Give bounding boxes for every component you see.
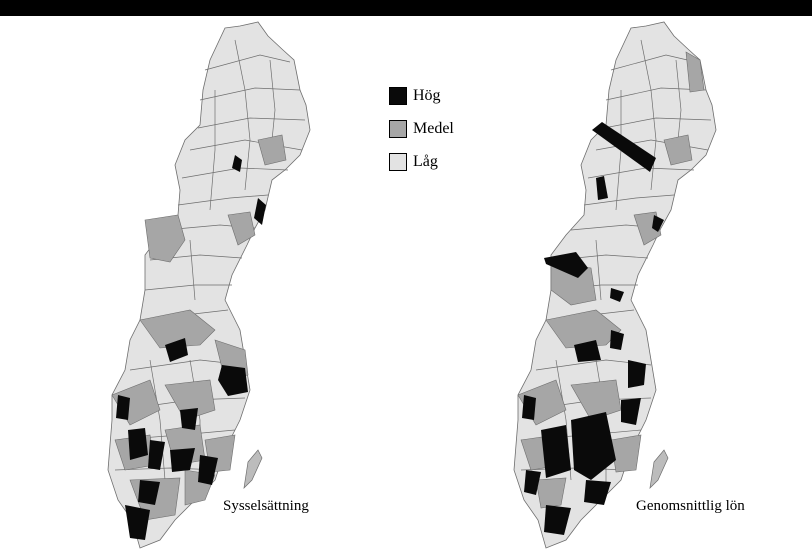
map-label-employment: Sysselsättning <box>223 498 309 514</box>
high-regions-average-salary <box>522 122 664 535</box>
legend-label-medium: Medel <box>413 120 454 137</box>
legend-label-low: Låg <box>413 153 438 170</box>
high-regions-employment <box>116 155 266 540</box>
legend-item-medium: Medel <box>389 119 454 139</box>
legend-swatch-medium <box>389 120 407 138</box>
gotland-island-employment <box>243 449 263 490</box>
map-label-average-salary: Genomsnittlig lön <box>636 498 745 514</box>
legend-swatch-high <box>389 87 407 105</box>
map-average-salary <box>513 21 717 549</box>
inner-borders-employment <box>114 39 306 490</box>
top-rule <box>0 0 812 16</box>
gotland-island-average-salary <box>649 449 669 490</box>
legend-swatch-low <box>389 153 407 171</box>
legend-item-low: Låg <box>389 152 454 172</box>
map-employment <box>107 21 311 549</box>
legend-label-high: Hög <box>413 87 441 104</box>
legend: Hög Medel Låg <box>389 86 454 185</box>
legend-item-high: Hög <box>389 86 454 106</box>
